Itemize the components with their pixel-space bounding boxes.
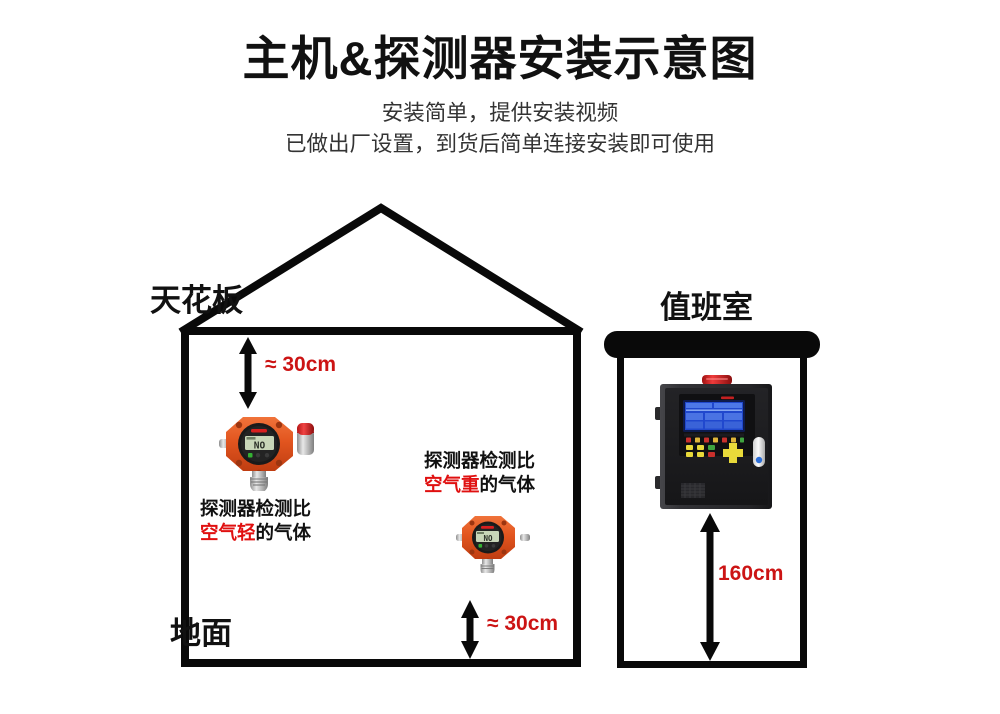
svg-text:NO: NO	[483, 534, 493, 543]
gas-detector-lower: NO	[456, 516, 530, 573]
duty-room-label: 值班室	[660, 290, 753, 325]
alarm-led	[251, 429, 267, 433]
panel-label-strip	[684, 433, 744, 437]
panel-fault-led	[721, 396, 734, 400]
cable-gland-right	[520, 534, 530, 541]
duty-room-wall-left	[617, 352, 624, 668]
ceiling-label: 天花板	[150, 283, 243, 318]
panel-led-row	[686, 437, 744, 443]
page-header: 主机&探测器安装示意图 安装简单，提供安装视频 已做出厂设置，到货后简单连接安装…	[0, 0, 1000, 160]
subtitle-line-1: 安装简单，提供安装视频	[381, 100, 619, 125]
caption-lighter-than-air: 探测器检测比 空气轻的气体	[200, 497, 311, 545]
panel-lcd-screen	[683, 400, 745, 432]
bottom-dimension-label: ≈ 30cm	[487, 612, 559, 635]
caption-lighter-line1: 探测器检测比	[200, 498, 312, 519]
bottom-dimension-arrow	[461, 600, 479, 659]
alarm-beacon-icon	[297, 423, 314, 455]
caption-lighter-suffix: 的气体	[255, 522, 312, 544]
key-confirm	[708, 445, 715, 450]
caption-heavier-line2: 空气重的气体	[424, 473, 535, 497]
caption-heavier-than-air: 探测器检测比 空气重的气体	[424, 449, 535, 497]
caption-heavier-line1: 探测器检测比	[424, 450, 536, 471]
panel-speaker-grille	[681, 483, 705, 498]
page-title: 主机&探测器安装示意图	[242, 32, 758, 85]
caption-heavier-highlight: 空气重	[424, 474, 480, 496]
key-cancel	[708, 452, 715, 457]
panel-beacon-icon	[702, 375, 732, 385]
key-1	[686, 445, 693, 450]
status-led-power	[248, 453, 253, 458]
gas-detector-upper: NO	[219, 417, 314, 491]
panel-height-label: 160cm	[718, 562, 784, 585]
floor-label: 地面	[170, 616, 232, 651]
svg-text:NO: NO	[254, 441, 266, 452]
alarm-led	[481, 526, 494, 529]
panel-height-arrow	[700, 513, 720, 661]
panel-keypad	[686, 443, 743, 463]
duty-room-wall-right	[800, 352, 807, 668]
duty-room-ceiling	[604, 331, 820, 358]
key-2	[697, 445, 704, 450]
subtitle-block: 安装简单，提供安装视频 已做出厂设置，到货后简单连接安装即可使用	[0, 98, 1000, 160]
panel-door-handle	[753, 437, 765, 467]
top-dimension-arrow	[239, 337, 257, 409]
top-dimension-label: ≈ 30cm	[265, 353, 337, 376]
status-led-power	[478, 544, 483, 548]
alarm-control-panel	[655, 375, 772, 509]
sensor-probe	[480, 559, 495, 573]
sensor-probe	[250, 471, 268, 491]
key-3	[686, 452, 693, 457]
caption-lighter-line2: 空气轻的气体	[200, 521, 311, 545]
caption-heavier-suffix: 的气体	[479, 474, 536, 496]
key-4	[697, 452, 704, 457]
caption-lighter-highlight: 空气轻	[200, 522, 256, 544]
duty-room-floor	[617, 661, 807, 668]
subtitle-line-2: 已做出厂设置，到货后简单连接安装即可使用	[284, 131, 715, 156]
dpad-icon	[723, 443, 743, 463]
